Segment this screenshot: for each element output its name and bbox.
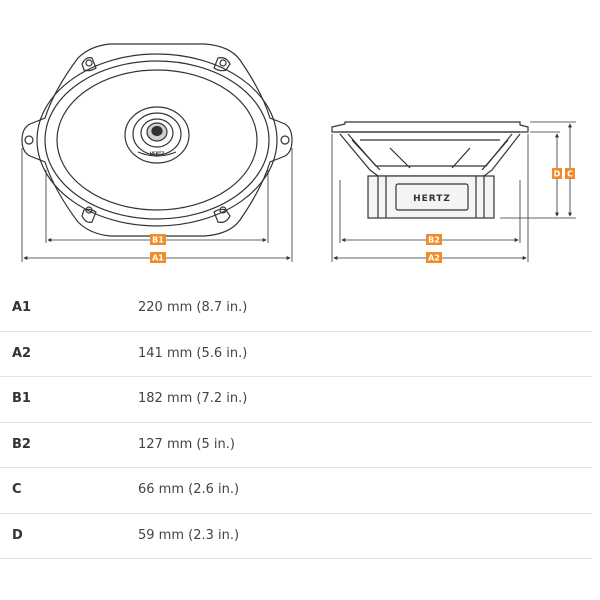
spec-row: B1 182 mm (7.2 in.) xyxy=(0,377,592,423)
d-tag: D xyxy=(552,168,562,179)
spec-row: D 59 mm (2.3 in.) xyxy=(0,514,592,559)
spec-row: C 66 mm (2.6 in.) xyxy=(0,468,592,514)
dimension-spec-table: A1 220 mm (8.7 in.) A2 141 mm (5.6 in.) … xyxy=(0,286,592,559)
spec-value: 220 mm (8.7 in.) xyxy=(138,300,248,315)
a2-tag: A2 xyxy=(426,252,442,263)
spec-row: A2 141 mm (5.6 in.) xyxy=(0,332,592,377)
spec-value: 127 mm (5 in.) xyxy=(138,436,235,452)
front-view xyxy=(21,43,293,237)
svg-text:B1: B1 xyxy=(152,236,164,245)
svg-text:D: D xyxy=(554,170,561,179)
b1-tag: B1 xyxy=(150,234,166,245)
svg-text:C: C xyxy=(567,170,573,179)
front-flange-outline xyxy=(21,43,293,237)
side-magnet xyxy=(367,175,495,219)
spec-label: B2 xyxy=(12,436,31,452)
a1-tag: A1 xyxy=(150,252,166,263)
svg-text:B2: B2 xyxy=(428,236,440,245)
spec-value: 141 mm (5.6 in.) xyxy=(138,345,248,361)
side-flange xyxy=(331,121,529,133)
tweeter-brand-mark: HERTZ xyxy=(150,151,165,156)
spec-label: A2 xyxy=(12,345,32,361)
spec-value: 59 mm (2.3 in.) xyxy=(138,527,240,543)
spec-row: A1 220 mm (8.7 in.) xyxy=(0,286,592,332)
b2-tag: B2 xyxy=(426,234,442,245)
spec-label: B1 xyxy=(12,391,31,406)
svg-text:A2: A2 xyxy=(428,254,440,263)
c-tag: C xyxy=(565,168,575,179)
side-view xyxy=(331,121,529,219)
spec-value: 66 mm (2.6 in.) xyxy=(138,482,240,497)
front-cone xyxy=(56,69,258,211)
spec-value: 182 mm (7.2 in.) xyxy=(138,391,248,406)
spec-label: D xyxy=(12,527,23,543)
front-basket-inner xyxy=(44,60,270,220)
front-ear-hole-left xyxy=(24,135,34,145)
spec-label: C xyxy=(12,482,22,497)
side-brand-label: HERTZ xyxy=(413,194,451,204)
front-basket-outer xyxy=(36,53,278,227)
spec-row: B2 127 mm (5 in.) xyxy=(0,423,592,468)
speaker-dimension-diagram: HERTZ B1 A1 HERTZ xyxy=(21,43,576,263)
spec-label: A1 xyxy=(12,300,32,315)
tweeter xyxy=(124,106,190,164)
front-ear-hole-right xyxy=(280,135,290,145)
front-screw-tabs xyxy=(81,57,231,223)
svg-text:A1: A1 xyxy=(152,254,164,263)
